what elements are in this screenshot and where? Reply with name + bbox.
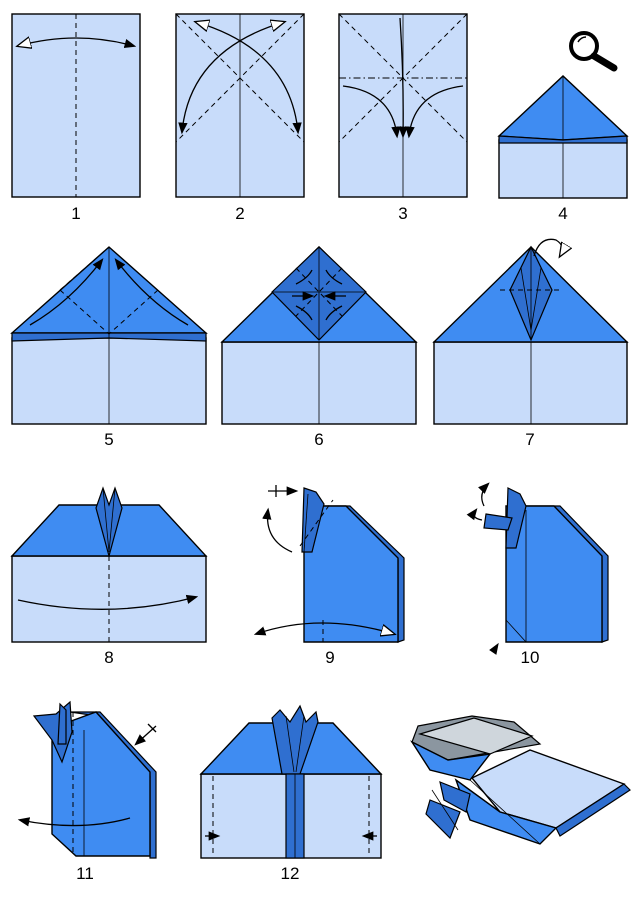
step-number: 2 (235, 204, 245, 223)
step-3-diagram (338, 13, 468, 198)
step-number: 6 (314, 430, 324, 449)
step-2-diagram (175, 13, 305, 198)
step-9-diagram (256, 485, 405, 643)
magnifier-icon[interactable] (569, 31, 618, 72)
step-number: 3 (398, 204, 408, 223)
step-8-diagram (10, 486, 208, 643)
finished-plane-illustration (410, 715, 631, 845)
step-11-diagram (17, 700, 157, 859)
step-4-diagram (497, 75, 629, 199)
step-number: 1 (71, 204, 81, 223)
step-6-diagram (220, 246, 418, 425)
step-number: 11 (76, 864, 94, 883)
step-number: 8 (104, 648, 114, 667)
step-number: 12 (280, 864, 300, 883)
step-number: 10 (520, 648, 540, 667)
step-10-diagram (466, 482, 609, 655)
step-number: 9 (325, 648, 335, 667)
step-1-diagram (11, 13, 141, 198)
step-number: 4 (558, 204, 568, 223)
step-number: 5 (104, 430, 114, 449)
step-12-diagram (199, 704, 383, 859)
step-7-diagram (432, 238, 629, 425)
step-5-diagram (10, 246, 208, 425)
step-number: 7 (525, 430, 535, 449)
